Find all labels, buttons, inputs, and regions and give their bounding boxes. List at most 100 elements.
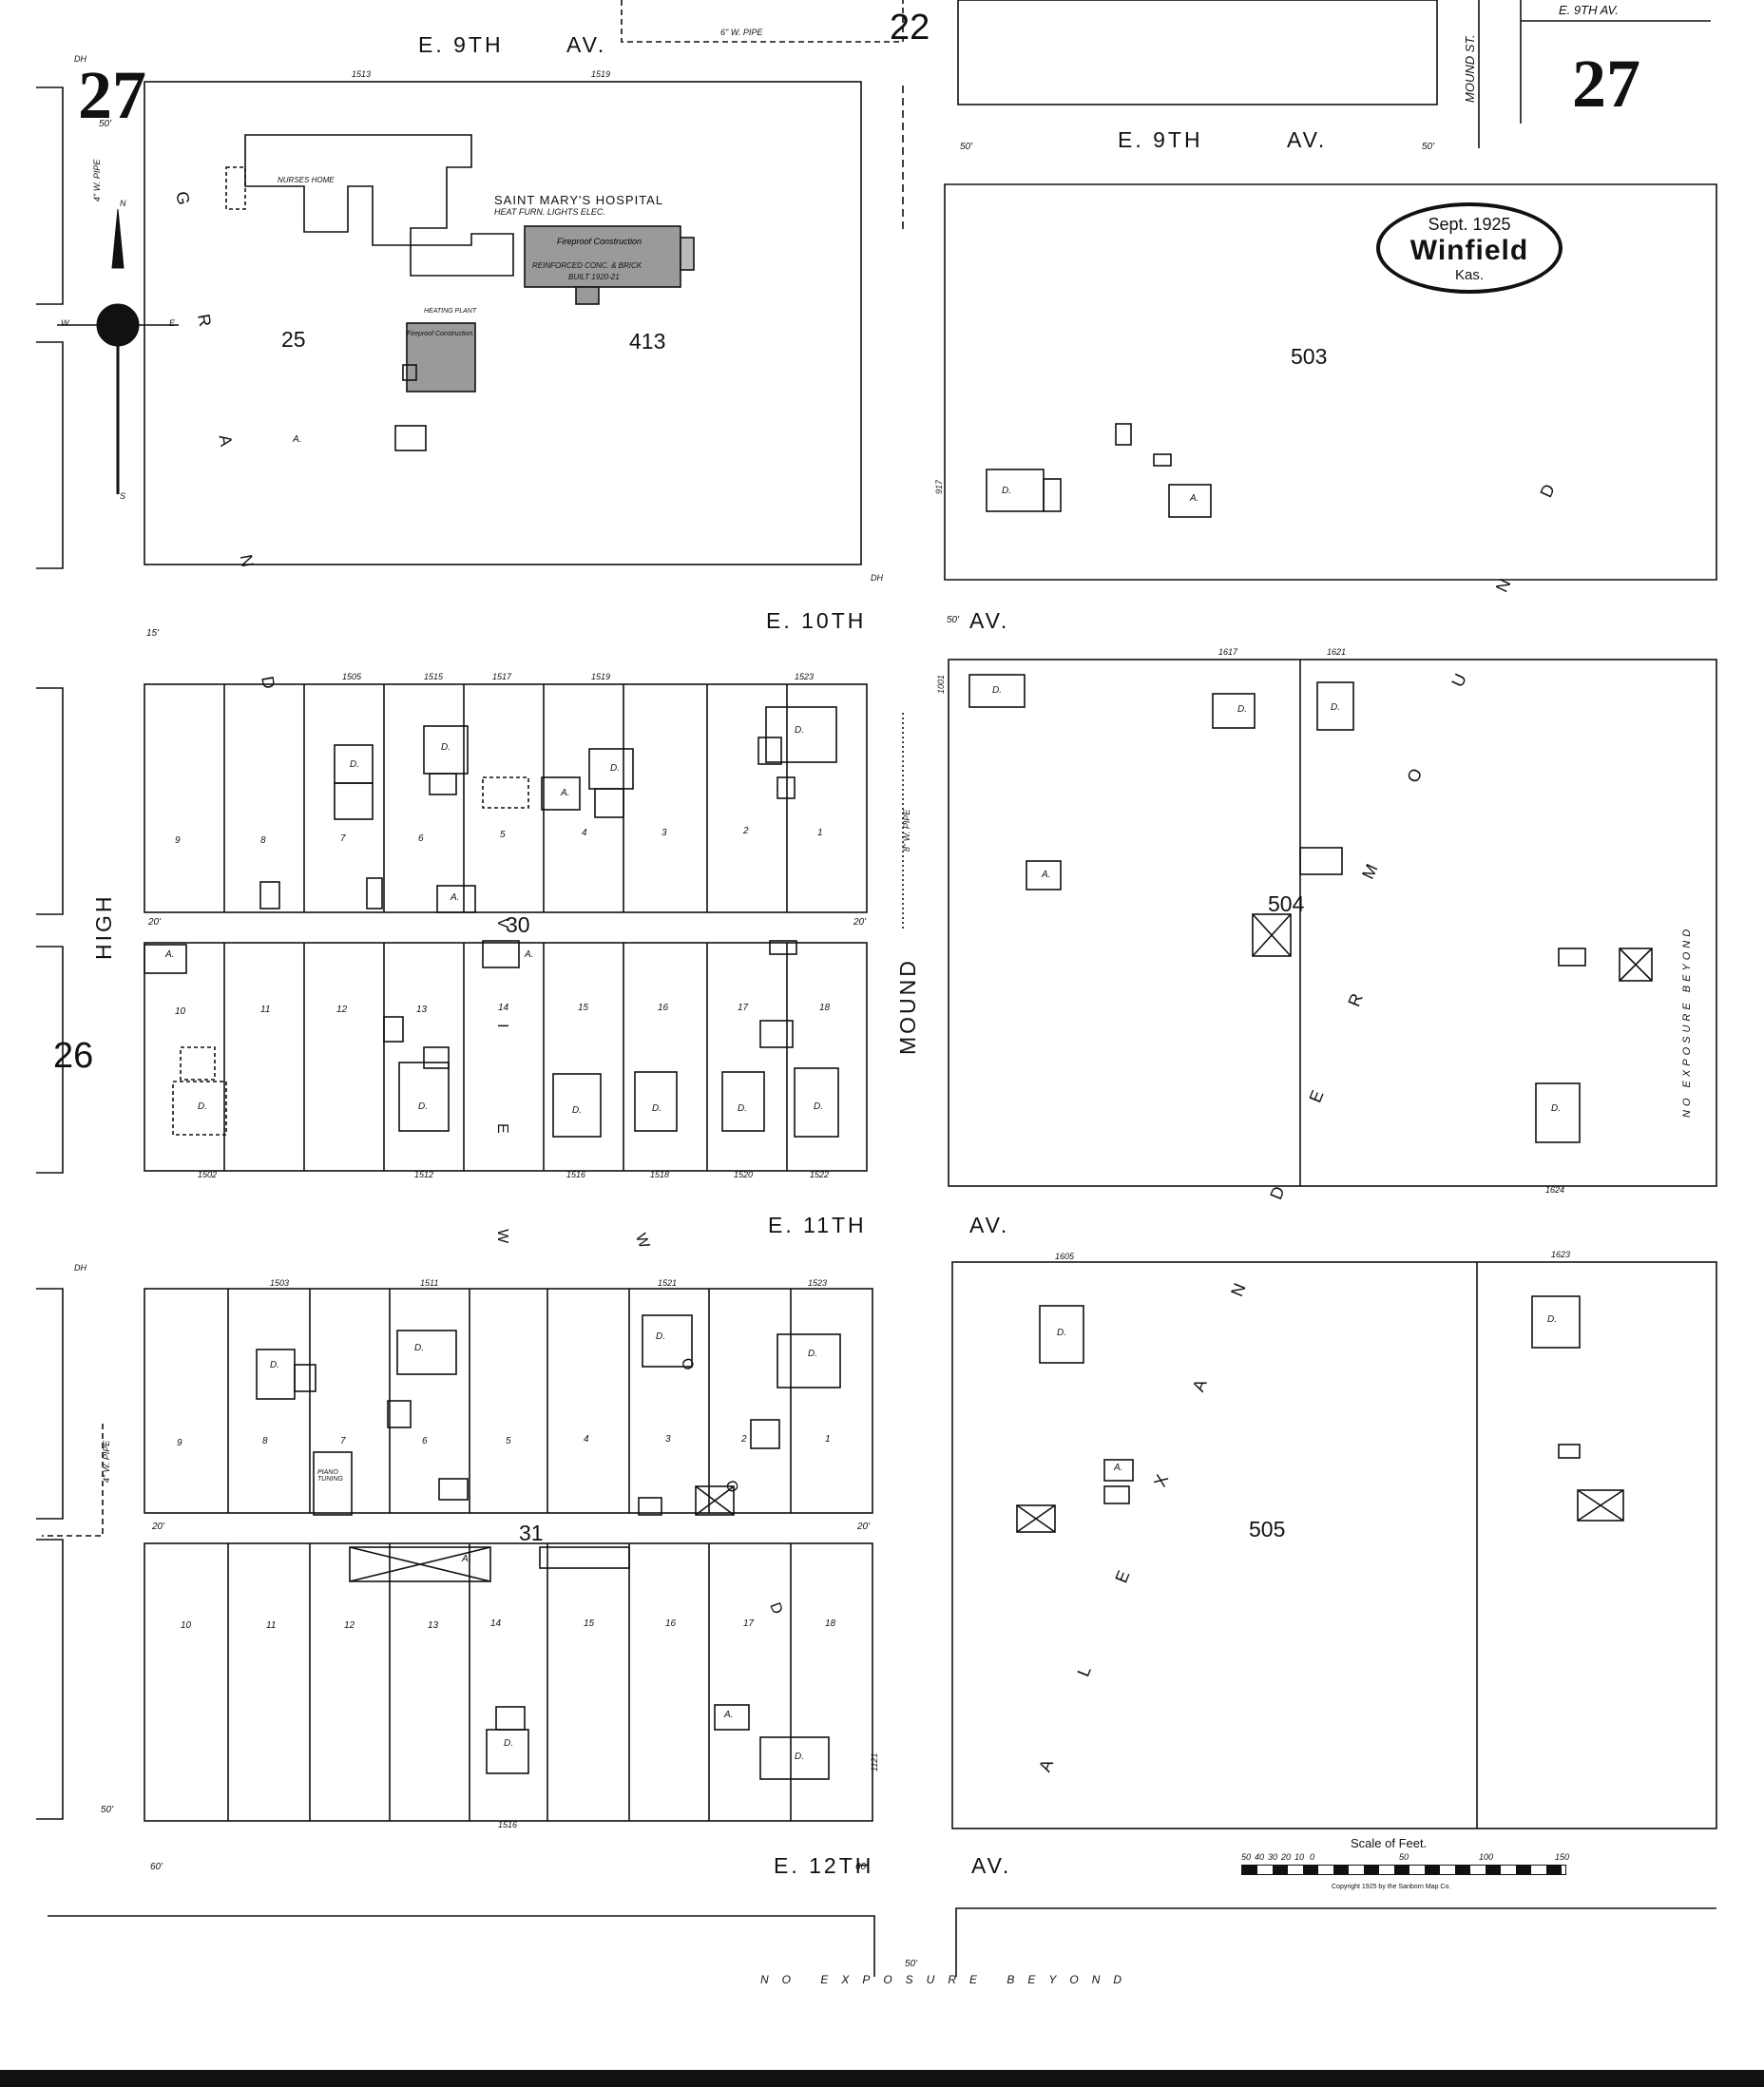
auto-label: A. — [1042, 870, 1051, 880]
pipe-mound: 8" W. PIPE — [902, 809, 911, 852]
address: 1519 — [591, 672, 611, 681]
dwelling-label: D. — [1237, 704, 1247, 715]
scale-tick: 50 — [1241, 1852, 1252, 1862]
dimension-label: 50' — [99, 119, 112, 129]
nurses-home-label: NURSES HOME — [278, 176, 335, 184]
street-e12-av: AV. — [971, 1853, 1012, 1878]
lot-number: 5 — [506, 1436, 511, 1446]
auto-label: A. — [561, 788, 570, 798]
address: 1522 — [810, 1170, 830, 1179]
address: 1515 — [424, 672, 444, 681]
hospital-main — [524, 225, 681, 288]
street-e11-av: AV. — [969, 1213, 1010, 1237]
lot-number: 9 — [175, 835, 181, 846]
street-e9-right-av: AV. — [1287, 127, 1328, 152]
address: 1624 — [1545, 1185, 1565, 1195]
lot-number: 5 — [500, 830, 506, 840]
pipe-left: 4" W. PIPE — [92, 159, 102, 201]
lot-number: 13 — [428, 1620, 439, 1631]
dwelling-label: D. — [738, 1103, 747, 1114]
hospital-construction: Fireproof Construction — [557, 237, 642, 246]
auto-label: A. — [525, 949, 534, 960]
lot-number: 2 — [741, 1434, 747, 1445]
dwelling-label: D. — [198, 1101, 207, 1112]
dimension-label: 50' — [905, 1959, 918, 1969]
auto-413 — [394, 425, 427, 451]
dwelling-label: D. — [1002, 486, 1011, 496]
dwelling-hydrant-label: DH — [74, 1263, 86, 1273]
address: 1518 — [650, 1170, 670, 1179]
dimension-label: 20' — [148, 917, 162, 928]
no-exposure-side: NO EXPOSURE BEYOND — [1681, 925, 1693, 1118]
street-e10-av: AV. — [969, 608, 1010, 633]
block-31-north — [144, 1288, 873, 1514]
adjacent-sheet-top: 22 — [890, 8, 930, 48]
lot-number: 14 — [498, 1003, 509, 1013]
dwelling-label: D. — [992, 685, 1002, 696]
stamp-city: Winfield — [1409, 235, 1529, 266]
scale-of-feet: Scale of Feet. 50 40 30 20 10 0 50 100 1… — [1241, 1836, 1569, 1893]
dwelling-label: D. — [1057, 1328, 1066, 1338]
dimension-label: 15' — [146, 628, 160, 639]
lot-number: 18 — [819, 1003, 831, 1013]
address: 1512 — [414, 1170, 434, 1179]
heating-plant-label: HEATING PLANT — [424, 308, 477, 315]
dimension-label: 50' — [101, 1805, 114, 1815]
street-e11: E. 11TH — [768, 1213, 867, 1237]
dwelling-label: D. — [610, 763, 620, 774]
dimension-label: 20' — [853, 917, 867, 928]
compass-rose — [57, 208, 179, 494]
lot-number: 1 — [825, 1434, 831, 1445]
date-stamp: Sept. 1925 Winfield Kas. — [1376, 202, 1563, 294]
address-1519: 1519 — [591, 69, 611, 79]
dwelling-label: D. — [441, 742, 451, 753]
lot-number: 11 — [260, 1005, 271, 1015]
address: 1121 — [870, 1752, 879, 1771]
auto-label: A. — [1114, 1463, 1123, 1473]
scale-bar — [1241, 1865, 1566, 1875]
block-22-outline — [957, 0, 1438, 105]
auto-503 — [1168, 484, 1212, 518]
nurses-home — [244, 134, 472, 246]
lot-number: 6 — [418, 833, 424, 844]
lot-number: 3 — [662, 828, 667, 838]
lot-number: 13 — [416, 1005, 428, 1015]
piano-tuning-label: PIANO TUNING — [317, 1469, 343, 1483]
address: 1503 — [270, 1278, 290, 1288]
address: 1516 — [566, 1170, 586, 1179]
dwelling-label: D. — [814, 1101, 823, 1112]
dimension-label: 20' — [857, 1522, 871, 1532]
dimension-label: 50' — [960, 142, 973, 152]
lot-number: 16 — [658, 1003, 669, 1013]
no-exposure-bottom: NO EXPOSURE BEYOND — [760, 1973, 1136, 1986]
address: 1517 — [492, 672, 512, 681]
dwelling-label: D. — [1551, 1103, 1561, 1114]
scale-title: Scale of Feet. — [1351, 1836, 1428, 1850]
hospital-built: BUILT 1920-21 — [568, 273, 620, 281]
lot-number: 6 — [422, 1436, 428, 1446]
lot-number: 4 — [582, 828, 587, 838]
street-mound: MOUND — [895, 958, 920, 1055]
dimension-label: 50' — [947, 615, 960, 625]
address: 1502 — [198, 1170, 218, 1179]
address-1513: 1513 — [352, 69, 372, 79]
lot-number: 17 — [743, 1618, 755, 1629]
street-mound-st: MOUND ST. — [1463, 34, 1477, 103]
sheet-number-left: 27 — [78, 57, 146, 133]
scale-tick: 100 — [1479, 1852, 1494, 1862]
scale-tick: 50 — [1399, 1852, 1409, 1862]
stamp-state: Kas. — [1454, 267, 1484, 283]
lot-number: 12 — [344, 1620, 355, 1631]
address: 1617 — [1218, 647, 1238, 657]
street-e9-right: E. 9TH — [1118, 127, 1203, 152]
block-413-outline — [144, 81, 862, 565]
lot-number: 10 — [175, 1006, 186, 1017]
address: 917 — [934, 479, 944, 494]
scale-tick: 40 — [1255, 1852, 1265, 1862]
dimension-label: 50' — [1422, 142, 1435, 152]
lot-number: 14 — [490, 1618, 502, 1629]
block-504-outline — [948, 659, 1717, 1187]
heating-construction-label: Fireproof Construction — [407, 331, 473, 337]
hospital-name: SAINT MARY'S HOSPITAL — [494, 193, 664, 207]
auto-label: A. — [451, 892, 460, 903]
